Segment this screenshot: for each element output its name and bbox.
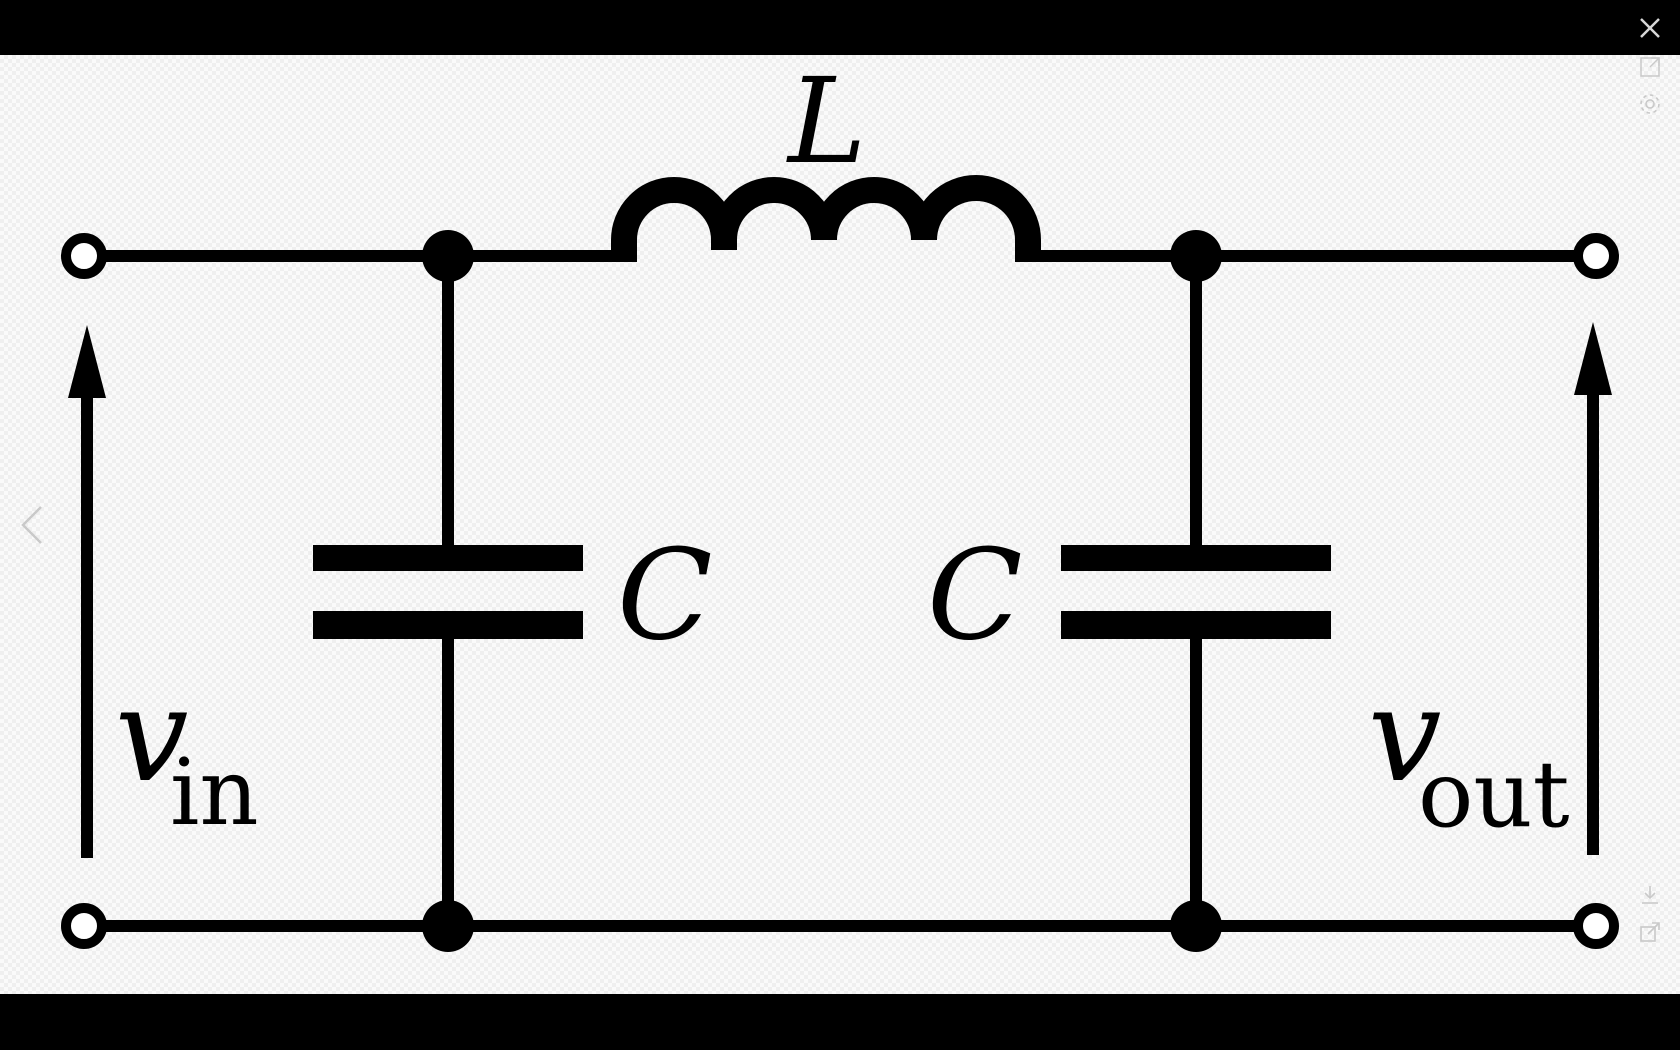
junction-top-right bbox=[1170, 230, 1222, 282]
expand-icon bbox=[1640, 57, 1660, 77]
image-stage: L C C v in v out bbox=[0, 55, 1680, 994]
close-button[interactable] bbox=[1634, 12, 1666, 44]
capacitor-right-bottom-plate bbox=[1061, 611, 1331, 639]
settings-button[interactable] bbox=[1634, 89, 1666, 119]
bottom-bar bbox=[0, 994, 1680, 1050]
capacitor-left-bottom-plate bbox=[313, 611, 583, 639]
vout-arrow-head bbox=[1574, 322, 1612, 395]
vin-label-sub: in bbox=[170, 739, 259, 846]
junction-bottom-right bbox=[1170, 900, 1222, 952]
vout-label-sub: out bbox=[1418, 741, 1570, 848]
gear-icon bbox=[1640, 94, 1660, 114]
chevron-left-icon bbox=[21, 506, 42, 544]
junction-bottom-left bbox=[422, 900, 474, 952]
circuit-diagram: L C C v in v out bbox=[61, 55, 1619, 952]
vout-label-main: v bbox=[1368, 659, 1441, 811]
terminal-in-top bbox=[61, 233, 107, 279]
fullscreen-button[interactable] bbox=[1634, 52, 1666, 82]
download-icon bbox=[1642, 886, 1658, 904]
previous-image-button[interactable] bbox=[12, 500, 52, 550]
vin-label-main: v bbox=[115, 659, 188, 811]
capacitor-left-label: C bbox=[617, 523, 713, 668]
terminal-in-bottom bbox=[61, 903, 107, 949]
capacitor-right-top-plate bbox=[1061, 545, 1331, 571]
close-icon bbox=[1640, 18, 1660, 38]
share-icon bbox=[1640, 922, 1660, 942]
inductor-label: L bbox=[786, 55, 866, 190]
capacitor-left-top-plate bbox=[313, 545, 583, 571]
vin-arrow-head bbox=[68, 325, 106, 398]
terminal-out-top bbox=[1573, 233, 1619, 279]
top-bar bbox=[0, 0, 1680, 55]
inductor-coil bbox=[611, 175, 1041, 262]
download-button[interactable] bbox=[1634, 880, 1666, 910]
capacitor-right-label: C bbox=[927, 523, 1023, 668]
share-button[interactable] bbox=[1634, 917, 1666, 947]
terminal-out-bottom bbox=[1573, 903, 1619, 949]
junction-top-left bbox=[422, 230, 474, 282]
